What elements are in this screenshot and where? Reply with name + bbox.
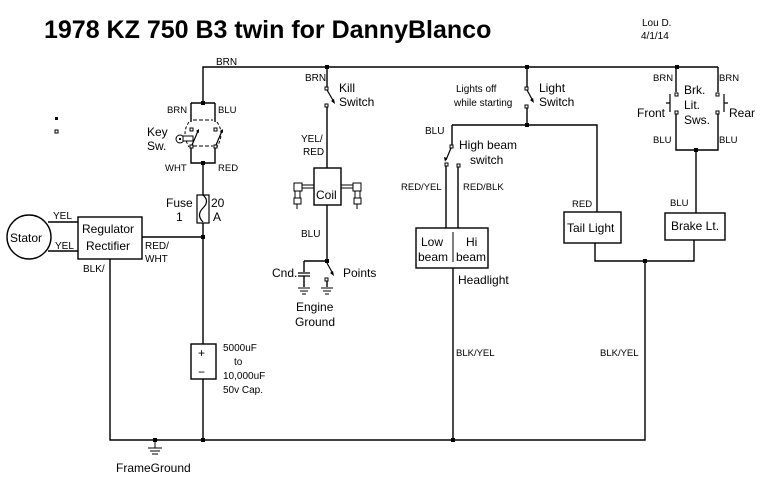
fuse-label: Fuse [166,196,193,210]
wire-label-brn: BRN [653,73,673,84]
brake-switches-label: Sws. [684,113,710,127]
capacitor-spec: 5000uF [223,343,257,354]
kill-switch-label: Kill [339,81,355,95]
capacitor-spec: 10,000uF [223,371,265,382]
brake-rear-label: Rear [729,106,755,120]
wire-label-yel-red: RED [303,147,324,158]
engine-ground-label: Engine [296,300,334,314]
headlight [415,227,489,269]
points-label: Points [343,266,376,280]
stator [6,214,52,260]
high-beam-switch-label: High beam [459,138,517,152]
hi-beam-label: Hi [466,235,477,249]
fuse: Fuse 1 20 A [166,194,225,440]
tail-light [563,211,622,244]
wire-label-yel-red: YEL/ [301,134,323,145]
wire-label-yel: YEL [55,241,74,252]
wire-label-red-blk: RED/BLK [463,182,504,193]
capacitor-minus: − [198,365,205,379]
lighting-circuit: Light Switch Lights off while starting B… [401,67,695,442]
lights-off-note: while starting [453,98,512,109]
fuse-rating-unit: A [213,210,221,224]
lights-off-note: Lights off [456,84,497,95]
key-switch: BRN BLU WHT RED Key Sw. [147,101,238,195]
capacitor: + − 5000uF to 10,000uF 50v Cap. [190,343,265,442]
capacitor-spec: to [234,357,243,368]
regulator-label: Regulator [82,222,134,236]
low-beam-label: beam [418,250,448,264]
brake-switches-label: Brk. [684,83,705,97]
light-switch-label: Light [539,81,566,95]
charging-system: Stator YEL YEL Regulator Rectifier RED/ … [6,211,646,441]
condenser-label: Cnd. [272,266,297,280]
author-label: Lou D. [642,18,671,29]
brake-front-label: Front [637,106,666,120]
ignition-coil [313,167,342,206]
wire-label-blu: BLU [425,126,444,137]
low-beam-label: Low [421,235,443,249]
capacitor-plus: + [198,346,205,360]
fuse-number: 1 [176,210,183,224]
spark-plug-icon [352,182,362,209]
wire-label-red-yel: RED/YEL [401,182,442,193]
headlight-label: Headlight [458,273,509,287]
wire-label-blu: BLU [670,198,689,209]
wire-label-brn: BRN [216,57,237,68]
hi-beam-label: beam [456,250,486,264]
brake-circuit: BRN BRN Front Rear Brk. Lit. Sws. BLU BL… [637,67,755,241]
tail-light-label: Tail Light [567,221,615,235]
stray-mark [55,117,58,120]
wire-label-red-wht: RED/ [145,241,169,252]
frame-ground-label: FrameGround [116,461,191,475]
wire-label-yel: YEL [53,211,72,222]
key-icon [175,134,194,144]
wire-label-brn: BRN [167,105,187,116]
wire-label-blu: BLU [719,135,738,146]
diagram-title: 1978 KZ 750 B3 twin for DannyBlanco [44,16,491,44]
key-switch-label: Sw. [147,139,166,153]
wire-label-blk: BLK/ [83,264,105,275]
fuse-rating: 20 [211,196,225,210]
spark-plug-icon [293,182,303,209]
wire-label-brn: BRN [305,73,326,84]
brake-light-label: Brake Lt. [671,219,719,233]
kill-switch-label: Switch [339,95,374,109]
wire-label-blk-yel: BLK/YEL [456,348,495,359]
high-beam-switch-label: switch [470,153,503,167]
wire-label-blu: BLU [301,229,320,240]
key-switch-label: Key [147,125,168,139]
wire-label-brn: BRN [719,73,739,84]
brake-light [664,212,726,241]
brake-switches-label: Lit. [684,98,700,112]
wire-label-red-wht: WHT [145,254,168,265]
wire-label-blk-yel: BLK/YEL [600,348,639,359]
light-switch-label: Switch [539,95,574,109]
main-power-bus: BRN [202,57,718,103]
wire-label-wht: WHT [165,163,187,174]
wire-label-red: RED [572,199,592,210]
stray-mark [54,129,59,134]
regulator-label: Rectifier [86,239,130,253]
frame-ground: FrameGround [116,438,191,475]
ignition-circuit: BRN Kill Switch YEL/ RED Coil BLU [272,67,376,329]
date-label: 4/1/14 [641,31,669,42]
wire-label-red: RED [218,163,238,174]
wire-label-blu: BLU [218,105,237,116]
coil-label: Coil [316,188,337,202]
wire-label-blu: BLU [653,135,672,146]
stator-label: Stator [10,231,42,245]
capacitor-spec: 50v Cap. [223,385,263,396]
engine-ground-label: Ground [295,315,335,329]
regulator-rectifier [77,216,143,260]
